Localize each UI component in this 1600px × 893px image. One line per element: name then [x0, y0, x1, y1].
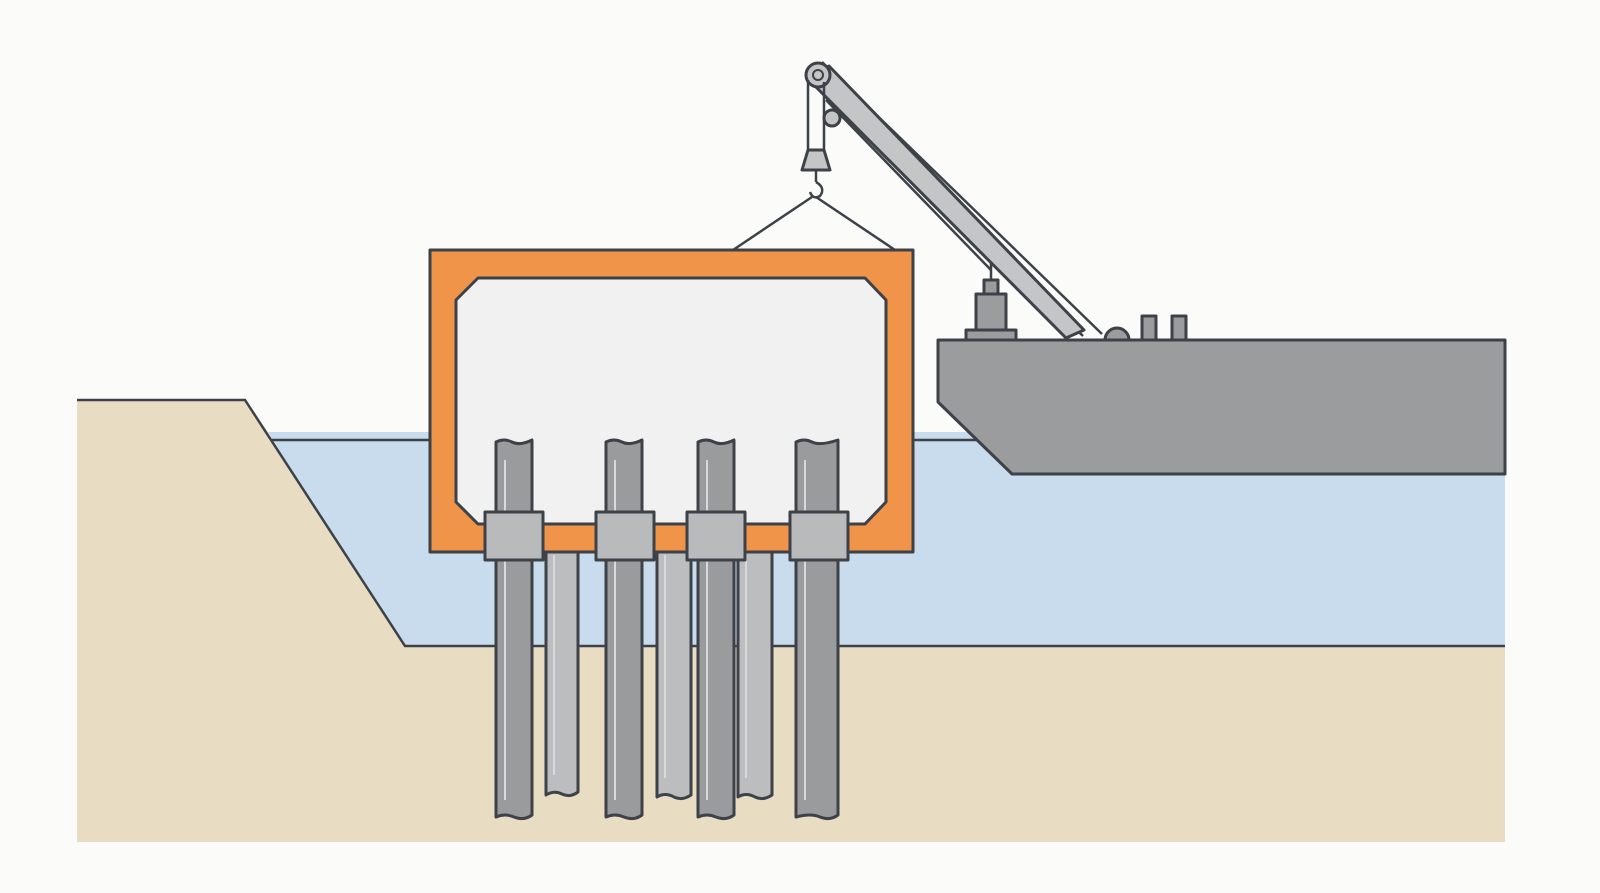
front-pile: [788, 438, 850, 821]
crane-barge: [936, 262, 1507, 476]
bollard: [1170, 314, 1188, 342]
embankment-outline: [77, 398, 1505, 648]
crane-pedestal-top: [982, 278, 1000, 296]
bollard: [1140, 314, 1158, 342]
front-piles: [483, 438, 850, 821]
rear-pile: [544, 538, 580, 798]
boom-rest-dome: [1103, 326, 1131, 342]
pile-guide: [483, 510, 545, 562]
front-pile: [594, 438, 656, 821]
barge-hull: [936, 338, 1507, 476]
boom-tip-pin: [812, 69, 824, 81]
pile-guide: [594, 510, 656, 562]
boom-pulley: [822, 108, 842, 128]
pile-guide: [685, 510, 747, 562]
crane-hook: [808, 180, 824, 199]
frame-opening: [454, 276, 888, 526]
crane-pedestal: [974, 292, 1008, 332]
rear-pile: [655, 538, 693, 801]
rear-piles: [544, 538, 774, 801]
lifting-slings: [732, 195, 896, 252]
front-pile: [685, 438, 747, 821]
hook-block: [800, 148, 832, 172]
front-pile: [483, 438, 545, 821]
seabed-soil: [77, 400, 1505, 842]
crane: [800, 61, 1103, 340]
rear-pile: [736, 538, 774, 801]
boom-tip-sheave: [804, 61, 832, 89]
pile-guide: [788, 510, 850, 562]
